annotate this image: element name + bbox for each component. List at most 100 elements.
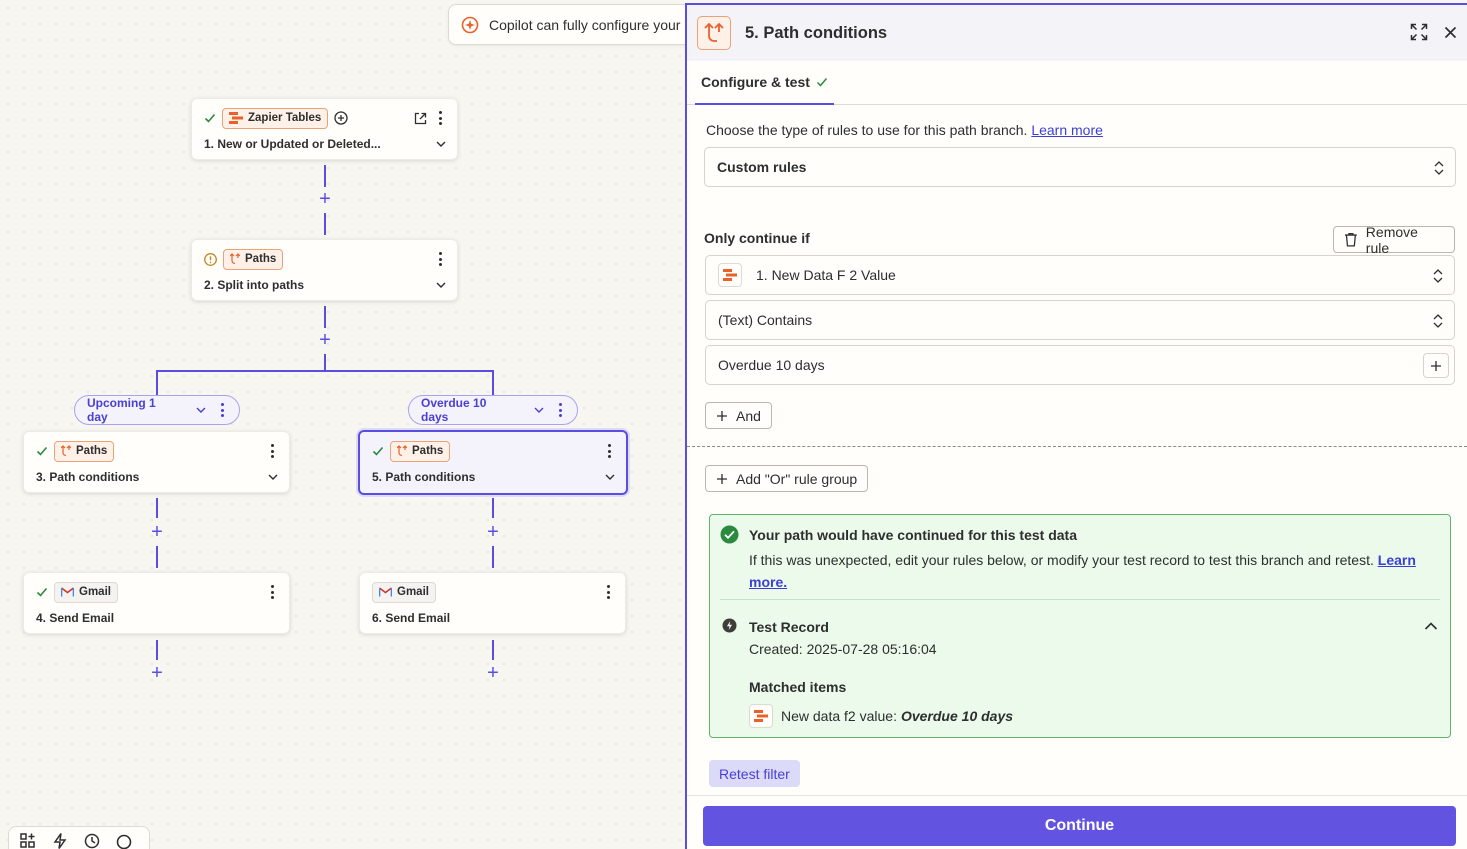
zapier-tables-icon — [229, 112, 243, 124]
plus-icon — [717, 473, 727, 484]
matched-items-title: Matched items — [749, 679, 847, 695]
divider — [720, 599, 1440, 600]
chevron-down-icon[interactable] — [604, 471, 616, 483]
insert-data-button[interactable] — [1423, 353, 1449, 378]
step-node-6[interactable]: Gmail 6. Send Email — [359, 572, 626, 634]
plus-circle-icon[interactable] — [334, 111, 348, 125]
app-chip: Gmail — [54, 581, 118, 603]
external-link-icon[interactable] — [414, 112, 427, 125]
chevron-down-icon[interactable] — [267, 471, 279, 483]
test-record-icon — [722, 618, 737, 633]
more-menu-icon[interactable] — [433, 250, 447, 268]
remove-rule-button[interactable]: Remove rule — [1333, 224, 1455, 256]
step-node-1[interactable]: Zapier Tables 1. New or Updated or Delet… — [191, 98, 458, 160]
close-icon[interactable] — [1444, 26, 1457, 39]
more-menu-icon[interactable] — [265, 442, 279, 460]
connector — [324, 213, 326, 235]
add-step-button[interactable]: + — [151, 521, 163, 543]
chevron-down-icon[interactable] — [435, 138, 447, 150]
learn-more-link[interactable]: Learn more — [1031, 122, 1103, 138]
app-chip: Gmail — [372, 581, 436, 603]
result-heading: Your path would have continued for this … — [749, 527, 1077, 543]
copilot-banner[interactable]: Copilot can fully configure your — [448, 4, 698, 45]
chevron-down-icon[interactable] — [533, 404, 545, 416]
connector — [324, 306, 326, 328]
more-menu-icon[interactable] — [553, 401, 567, 419]
branch-pill-upcoming[interactable]: Upcoming 1 day — [74, 395, 240, 425]
connector — [492, 546, 494, 568]
lightning-icon[interactable] — [51, 832, 69, 849]
step-node-2[interactable]: Paths 2. Split into paths — [191, 239, 458, 301]
panel-content: Choose the type of rules to use for this… — [687, 105, 1467, 849]
chevron-down-icon[interactable] — [195, 404, 207, 416]
workflow-canvas[interactable]: Copilot can fully configure your + + + +… — [0, 0, 698, 849]
matched-item: New data f2 value: Overdue 10 days — [749, 704, 1013, 728]
result-learn-more-link[interactable]: Learn more. — [749, 552, 1416, 590]
connector — [324, 354, 326, 371]
copilot-text: Copilot can fully configure your — [489, 16, 681, 33]
step-title: 6. Send Email — [372, 611, 451, 625]
connector — [156, 370, 158, 396]
step-editor-panel: 5. Path conditions Configure & test Choo… — [685, 3, 1467, 849]
add-step-button[interactable]: + — [319, 188, 331, 210]
test-record-title: Test Record — [749, 619, 829, 635]
check-icon — [36, 587, 48, 597]
condition-select[interactable]: (Text) Contains — [705, 300, 1455, 340]
add-step-button[interactable]: + — [487, 662, 499, 684]
check-icon — [372, 446, 384, 456]
gmail-icon — [379, 587, 392, 597]
step-node-5[interactable]: Paths 5. Path conditions — [358, 430, 628, 495]
zapier-tables-icon — [718, 263, 742, 287]
expand-icon[interactable] — [1410, 23, 1428, 41]
retest-filter-button[interactable]: Retest filter — [709, 760, 800, 787]
chevron-down-icon[interactable] — [435, 279, 447, 291]
paths-icon — [61, 445, 71, 457]
more-menu-icon[interactable] — [433, 109, 447, 127]
grid-add-icon[interactable] — [19, 832, 37, 849]
circle-icon[interactable] — [115, 832, 133, 849]
connector — [156, 546, 158, 568]
and-button[interactable]: And — [705, 402, 772, 429]
more-menu-icon[interactable] — [601, 583, 615, 601]
step-title: 4. Send Email — [36, 611, 115, 625]
step-title: 5. Path conditions — [372, 470, 476, 484]
divider — [687, 446, 1467, 447]
field-select[interactable]: 1. New Data F 2 Value — [705, 255, 1455, 295]
add-step-button[interactable]: + — [151, 662, 163, 684]
branch-pill-overdue[interactable]: Overdue 10 days — [408, 395, 578, 425]
more-menu-icon[interactable] — [215, 401, 229, 419]
gmail-icon — [61, 587, 74, 597]
history-icon[interactable] — [83, 832, 101, 849]
app-chip: Zapier Tables — [222, 107, 329, 129]
panel-header: 5. Path conditions — [687, 5, 1467, 61]
connector — [156, 498, 158, 518]
continue-button[interactable]: Continue — [703, 806, 1456, 846]
paths-app-icon — [697, 16, 731, 50]
step-title: 3. Path conditions — [36, 470, 140, 484]
plus-icon — [717, 410, 727, 421]
tab-configure-test[interactable]: Configure & test — [695, 61, 834, 105]
step-node-3[interactable]: Paths 3. Path conditions — [23, 431, 290, 493]
chevron-up-icon[interactable] — [1424, 621, 1438, 631]
step-node-4[interactable]: Gmail 4. Send Email — [23, 572, 290, 634]
panel-title: 5. Path conditions — [745, 23, 888, 42]
trash-icon — [1344, 232, 1357, 247]
add-step-button[interactable]: + — [319, 329, 331, 351]
canvas-toolbar — [8, 826, 150, 849]
add-step-button[interactable]: + — [487, 521, 499, 543]
copilot-icon — [461, 16, 479, 33]
panel-tabs: Configure & test — [687, 61, 1467, 105]
select-arrows-icon — [1433, 269, 1443, 283]
connector — [324, 165, 326, 187]
select-arrows-icon — [1433, 314, 1443, 328]
compare-value-input[interactable]: Overdue 10 days — [705, 345, 1455, 385]
rule-type-select[interactable]: Custom rules — [704, 147, 1456, 187]
warning-icon — [204, 252, 217, 266]
zapier-tables-icon — [749, 704, 773, 728]
check-icon — [36, 446, 48, 456]
more-menu-icon[interactable] — [602, 442, 616, 460]
check-icon — [816, 78, 827, 87]
more-menu-icon[interactable] — [265, 583, 279, 601]
add-or-group-button[interactable]: Add "Or" rule group — [705, 465, 869, 492]
only-continue-if-label: Only continue if — [704, 230, 810, 246]
